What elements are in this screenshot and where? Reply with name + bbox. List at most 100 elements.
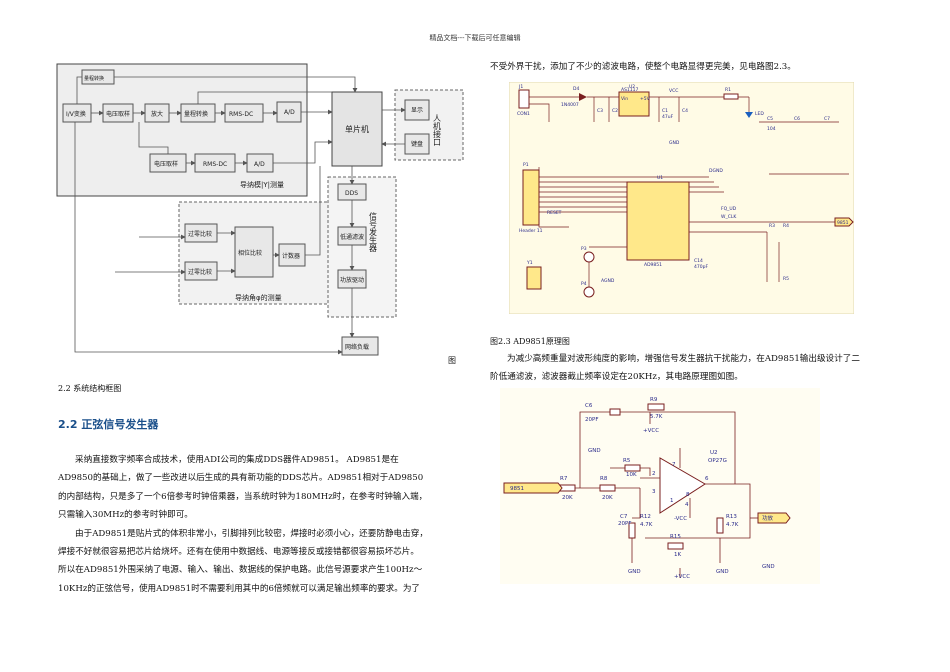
figure-caption-right: 图2.3 AD9851原理图 [490,337,570,346]
block-vsample2: 电压取样 [154,160,178,168]
s1-reset: RESET [547,210,562,216]
s1-j1: J1 [518,84,523,90]
right-line-top: 不受外界干扰，添加了不少的滤波电路，使整个电路显得更完美，见电路图2.3。 [490,62,796,72]
s2-u2t: OP27G [708,458,727,464]
s1-conn: CON1 [517,111,530,117]
block-iv: I/V变换 [66,110,86,118]
s2-r13v: 4.7K [726,522,739,528]
s1-c14: C14 [694,258,703,264]
s2-pin4: 4 [685,502,689,508]
block-zc1: 过零比较 [188,230,212,238]
s2-r12v: 4.7K [640,522,653,528]
region-title-mag: 导纳模|Y|测量 [240,180,284,189]
block-ad1: A/D [284,109,295,116]
s2-gnd4: GND [762,564,775,570]
block-rms1: RMS-DC [229,111,253,118]
s1-d4: D4 [573,86,579,92]
s2-pin1: 1 [670,498,674,504]
block-zc2: 过零比较 [188,268,212,276]
s2-pin3: 3 [652,489,656,495]
block-vsample1: 电压取样 [106,110,130,118]
s2-r8: R8 [600,476,608,482]
block-pa: 功放驱动 [340,276,364,284]
s2-r7: R7 [560,476,568,482]
block-range-top: 量程转换 [84,75,104,82]
system-block-diagram: 导纳模|Y|测量 导纳角φ的测量 量程转换 I/V变换 电压取样 放大 量程转换… [56,63,464,356]
page-header: 精品文档---下载后可任意编辑 [429,34,521,42]
s1-net9851: 9851 [837,220,849,226]
s1-c6: C6 [794,116,800,122]
s1-c14v: 470pF [694,264,708,270]
s2-out: 功放 [762,514,774,522]
s2-c7: C7 [620,514,628,520]
right-line-1: 为减少高频重量对波形纯度的影响，增强信号发生器抗干扰能力，在AD9851输出级设… [507,354,860,364]
s1-header: Header 11 [519,228,543,234]
s2-c6v: 20PF [585,417,598,423]
left-line-1: 采纳直接数字频率合成技术，使用ADI公司的集成DDS器件AD9851。 AD98… [75,455,399,465]
s2-gnd3: GND [716,569,729,575]
s1-p3: P3 [581,246,587,252]
s1-led: LED [755,111,764,117]
s1-reg: AS1117 [621,87,639,93]
s1-c4: C4 [682,108,688,114]
block-dds: DDS [345,190,358,197]
s2-u2: U2 [710,450,718,456]
block-netload: 网络负载 [345,343,369,351]
s1-c3: C3 [597,108,603,114]
ad9851-schematic: J1 CON1 D4 1N4007 U2 AS1117 Vin +5V VCC … [509,82,854,314]
left-line-6: 焊接不好就很容易把芯片给烧坏。还有在使用中数据线、电源等接反或接错都很容易损坏芯… [58,547,419,558]
block-siggen: 信号发生器 [369,211,378,253]
left-line-4: 只需输入30MHz的参考时钟即可。 [58,510,193,521]
s2-c6: C6 [585,403,593,409]
s1-p4: P4 [581,281,587,287]
s2-vcc-bot: +VCC [674,574,690,580]
s1-chip: AD9851 [644,262,662,268]
right-top-text: 不受外界干扰，添加了不少的滤波电路，使整个电路显得更完美，见电路图2.3。 [490,58,910,76]
s1-u2: U2 [629,84,635,90]
block-phase: 相位比较 [238,249,262,257]
s1-5v: +5V [640,96,651,102]
s1-u1: U1 [657,175,663,181]
s1-c1v: 47uF [662,114,674,120]
s2-r12: R12 [640,514,651,520]
s1-dgnd: DGND [709,168,723,174]
s1-r5: R5 [783,276,789,282]
s1-r4: R4 [783,223,789,229]
s2-r7v: 20K [562,495,573,501]
section-title: 2.2 正弦信号发生器 [58,418,159,431]
s2-r15: R15 [670,534,681,540]
s1-c5: C5 [767,116,773,122]
left-line-2: AD9850的基础上，做了一些改进以后生成的具有新功能的DDS芯片。AD9851… [58,473,424,484]
s1-c2: C2 [612,108,618,114]
s2-r15v: 1K [674,552,681,558]
right-mid-text: 为减少高频重量对波形纯度的影响，增强信号发生器抗干扰能力，在AD9851输出级设… [490,350,910,387]
figure-caption-left: 2.2 系统结构框图 [58,384,122,393]
s2-r5: R5 [623,458,631,464]
block-rms2: RMS-DC [203,161,227,168]
block-lpf: 低通滤波 [340,233,364,241]
left-body-text: 采纳直接数字频率合成技术，使用ADI公司的集成DDS器件AD9851。 AD98… [58,451,468,598]
s1-r1: R1 [725,87,731,93]
s1-gnd: GND [669,140,680,146]
s1-c1: C1 [662,108,668,114]
s2-r8v: 20K [602,495,613,501]
left-line-7: 所以在AD9851外围采纳了电源、输入、输出、数据线的保护电路。此信号源要求产生… [58,565,423,576]
figure-number-label: 图 [448,356,456,365]
s1-agnd: AGND [601,278,615,284]
s1-vin: Vin [621,96,628,102]
s1-diode: 1N4007 [561,102,579,108]
s2-gnd1: GND [588,448,601,454]
s2-vee: -VCC [674,516,687,522]
s1-p1: P1 [523,162,529,168]
block-ad2: A/D [254,161,265,168]
s2-r9: R9 [650,397,658,403]
left-line-5: 由于AD9851是贴片式的体积非常小，引脚排列比较密，焊接时必须小心，还要防静电… [75,528,428,539]
block-hmi: 人机接口 [433,114,442,146]
s2-pin6: 6 [705,476,709,482]
left-line-8: 10KHz的正弦信号，使用AD9851时不需要利用其中的6倍频就可以满足输出频率… [58,583,421,594]
block-counter: 计数器 [282,252,300,260]
s1-r3: R3 [769,223,775,229]
block-keyboard: 键盘 [411,140,423,148]
s2-r9v: 5.7K [650,414,663,420]
right-line-2: 阶低通滤波，滤波器截止频率设定在20KHz，其电路原理图如图。 [490,372,743,383]
